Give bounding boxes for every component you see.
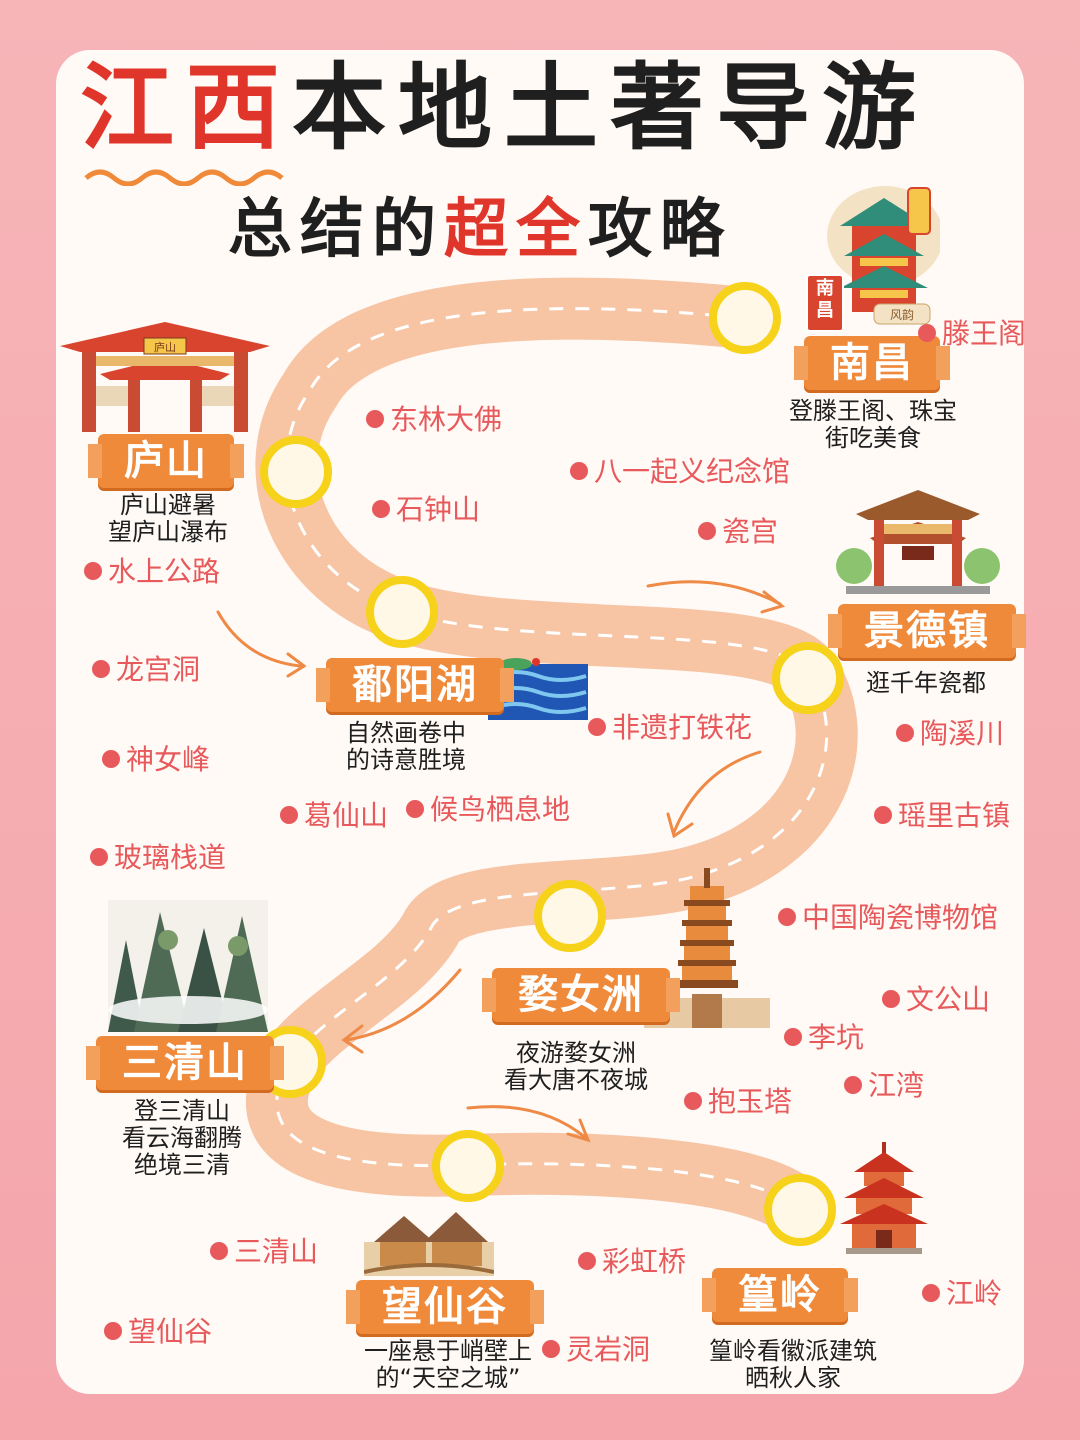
- poi-item[interactable]: 彩虹桥: [578, 1246, 686, 1278]
- poi-item[interactable]: 三清山: [210, 1236, 318, 1268]
- stop-lushan[interactable]: 庐山: [88, 434, 244, 488]
- stop-jingdezhen-desc: 逛千年瓷都: [866, 669, 986, 697]
- poi-item[interactable]: 候鸟栖息地: [406, 794, 570, 826]
- page-title: 江西本地土著导游: [80, 62, 928, 156]
- poi-dot-icon: [280, 806, 298, 824]
- poi-dot-icon: [104, 1322, 122, 1340]
- stop-huangling-desc: 篁岭看徽派建筑晒秋人家: [709, 1337, 877, 1392]
- poi-item[interactable]: 神女峰: [102, 744, 210, 776]
- poi-item[interactable]: 瑶里古镇: [874, 800, 1010, 832]
- jingdezhen-gate-illustration: [836, 490, 1000, 594]
- poi-dot-icon: [84, 562, 102, 580]
- poi-item[interactable]: 陶溪川: [896, 718, 1004, 750]
- poi-dot-icon: [92, 660, 110, 678]
- poi-dot-icon: [874, 806, 892, 824]
- stop-jingdezhen[interactable]: 景德镇: [828, 604, 1026, 658]
- nanchang-seal: 南昌: [806, 274, 844, 332]
- poi-item[interactable]: 龙宫洞: [92, 654, 200, 686]
- stop-wangxiangu-desc: 一座悬于峭壁上的“天空之城”: [364, 1337, 532, 1392]
- poi-dot-icon: [366, 410, 384, 428]
- stop-lushan-desc: 庐山避暑望庐山瀑布: [108, 491, 228, 546]
- poi-item[interactable]: 东林大佛: [366, 404, 502, 436]
- lushan-archway-illustration: 庐山: [60, 322, 270, 432]
- poi-dot-icon: [588, 718, 606, 736]
- poi-dot-icon: [102, 750, 120, 768]
- title-highlight: 江西: [80, 54, 293, 163]
- mountain-illustration: [108, 900, 268, 1032]
- stop-huangling[interactable]: 篁岭: [702, 1268, 858, 1322]
- stop-nanchang-desc: 登滕王阁、珠宝街吃美食: [789, 397, 957, 452]
- stop-wunvzhou[interactable]: 婺女洲: [482, 968, 680, 1022]
- poi-dot-icon: [406, 800, 424, 818]
- poi-item[interactable]: 李坑: [784, 1022, 864, 1054]
- stop-sanqingshan-desc: 登三清山看云海翻腾绝境三清: [122, 1097, 242, 1179]
- poi-dot-icon: [784, 1028, 802, 1046]
- poi-item[interactable]: 抱玉塔: [684, 1086, 792, 1118]
- poi-dot-icon: [922, 1284, 940, 1302]
- page-subtitle: 总结的超全攻略: [228, 193, 732, 267]
- poi-dot-icon: [918, 324, 936, 342]
- archway-sign-text: 庐山: [154, 340, 176, 354]
- poi-dot-icon: [698, 522, 716, 540]
- poi-dot-icon: [684, 1092, 702, 1110]
- poi-item[interactable]: 水上公路: [84, 556, 220, 588]
- poi-item[interactable]: 非遗打铁花: [588, 712, 752, 744]
- poi-dot-icon: [896, 724, 914, 742]
- poi-dot-icon: [570, 462, 588, 480]
- cliff-village-illustration: [364, 1212, 494, 1276]
- poi-dot-icon: [578, 1252, 596, 1270]
- pavilion-illustration: [840, 1142, 928, 1254]
- wavy-underline: [84, 169, 284, 186]
- stop-poyanghu[interactable]: 鄱阳湖: [316, 658, 514, 712]
- stop-wangxiangu[interactable]: 望仙谷: [346, 1280, 544, 1334]
- poi-item[interactable]: 石钟山: [372, 494, 480, 526]
- poi-item[interactable]: 中国陶瓷博物馆: [778, 902, 998, 934]
- poi-item[interactable]: 瓷宫: [698, 516, 778, 548]
- poi-dot-icon: [210, 1242, 228, 1260]
- poi-item[interactable]: 文公山: [882, 984, 990, 1016]
- title-rest: 本地土著导游: [292, 54, 929, 163]
- poi-dot-icon: [90, 848, 108, 866]
- poi-item[interactable]: 八一起义纪念馆: [570, 456, 790, 488]
- poi-item[interactable]: 江岭: [922, 1278, 1002, 1310]
- poi-item[interactable]: 灵岩洞: [542, 1334, 650, 1366]
- poi-dot-icon: [778, 908, 796, 926]
- poi-item[interactable]: 江湾: [844, 1070, 924, 1102]
- poi-dot-icon: [882, 990, 900, 1008]
- poi-dot-icon: [372, 500, 390, 518]
- tengwang-pavilion-illustration: 风韵: [827, 186, 940, 325]
- stop-wunvzhou-desc: 夜游婺女洲看大唐不夜城: [504, 1039, 648, 1094]
- stop-nanchang[interactable]: 南昌: [794, 336, 950, 390]
- poi-dot-icon: [542, 1340, 560, 1358]
- seal-text-right: 风韵: [890, 307, 914, 322]
- poi-item[interactable]: 望仙谷: [104, 1316, 212, 1348]
- poi-item[interactable]: 玻璃栈道: [90, 842, 226, 874]
- poi-dot-icon: [844, 1076, 862, 1094]
- poi-item[interactable]: 滕王阁: [918, 318, 1026, 350]
- stop-sanqingshan[interactable]: 三清山: [86, 1036, 284, 1090]
- poi-item[interactable]: 葛仙山: [280, 800, 388, 832]
- stop-poyanghu-desc: 自然画卷中的诗意胜境: [346, 719, 466, 774]
